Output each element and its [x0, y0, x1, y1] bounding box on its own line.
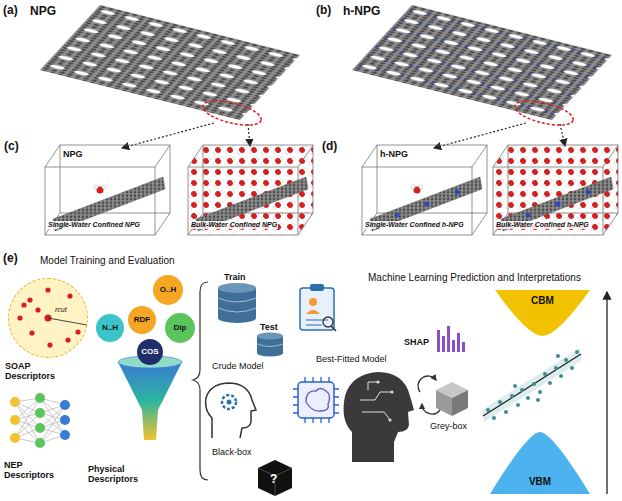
node-text: rcut [55, 306, 67, 314]
descriptor-circle: N..H [96, 314, 124, 342]
model-label: Crude Model [212, 361, 264, 371]
node-text: RDF [134, 316, 150, 324]
node-text: Bulk-Water Confined NPG [190, 221, 278, 229]
descriptor-label: Physical Descriptors [88, 464, 154, 485]
simulation-box: Bulk-Water Confined NPG [188, 145, 313, 235]
panel-label: (b) [316, 4, 331, 18]
node-text: CBM [495, 295, 590, 307]
panel-label: (e) [3, 252, 18, 266]
node-caption: Single-Water Confined h-NPG [364, 221, 465, 229]
method-label: SHAP [404, 337, 429, 347]
node-text: Dip [174, 324, 187, 332]
model-label: Black-box [212, 447, 252, 457]
node-text: O..H [160, 286, 176, 294]
node-text: VBM [490, 476, 590, 488]
question-mark: ? [270, 473, 277, 487]
band-outline [490, 432, 590, 494]
simulation-box: h-NPG Single-Water Confined h-NPG [362, 145, 487, 235]
panel-label: (d) [322, 140, 337, 154]
descriptor-circle: COS [137, 339, 163, 365]
simulation-box: NPG Single-Water Confined NPG [45, 145, 170, 235]
node-text: COS [141, 348, 158, 356]
band-outline [495, 290, 590, 336]
dataset-label: Test [260, 322, 278, 332]
node-text: h-NPG [380, 149, 408, 159]
descriptor-circle: O..H [153, 275, 183, 305]
simulation-box: Bulk-Water Confined h-NPG [493, 145, 618, 235]
node-caption: Single-Water Confined NPG [47, 221, 141, 229]
panel-label: (a) [3, 4, 18, 18]
panel-title: NPG [30, 5, 56, 19]
valence-band: VBM [490, 432, 590, 494]
node-text: NPG [63, 149, 83, 159]
conduction-band: CBM [495, 290, 590, 336]
descriptor-circle: Dip [165, 313, 195, 343]
soap-cutoff-circle: rcutSOAP Descriptors [8, 278, 88, 358]
panel-title: h-NPG [343, 5, 380, 19]
section-title: Model Training and Evaluation [40, 255, 175, 267]
descriptor-circle: RDF [128, 306, 156, 334]
dataset-label: Train [224, 272, 246, 282]
node-text: Bulk-Water Confined h-NPG [495, 221, 590, 229]
section-title: Machine Learning Prediction and Interpre… [368, 272, 581, 284]
panel-label: (c) [4, 140, 19, 154]
model-label: Grey-box [430, 421, 467, 431]
node-text: N..H [102, 324, 118, 332]
descriptor-label: NEP Descriptors [4, 460, 64, 481]
node-caption: SOAP Descriptors [5, 361, 67, 382]
model-label: Best-Fitted Model [316, 354, 387, 364]
